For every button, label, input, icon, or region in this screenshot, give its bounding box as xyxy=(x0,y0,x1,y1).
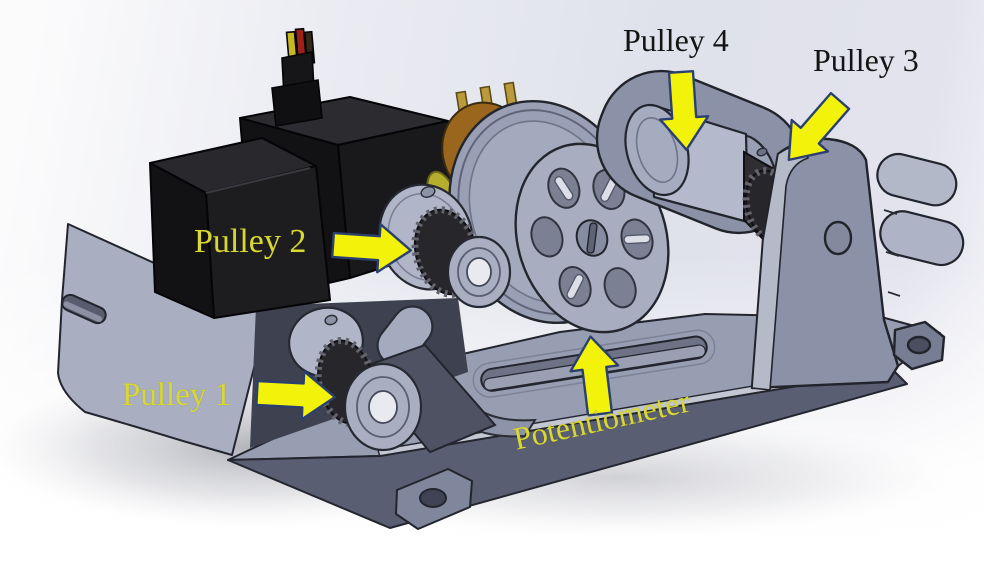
pulley-2 xyxy=(378,183,512,309)
pulley-2-label: Pulley 2 xyxy=(194,223,307,260)
mounting-tab-front xyxy=(395,468,473,530)
pulley-1 xyxy=(288,306,423,452)
pulley-1-label: Pulley 1 xyxy=(122,377,232,413)
left-plate-slot xyxy=(61,293,107,325)
pulley-3-label: Pulley 3 xyxy=(813,42,919,78)
left-plate xyxy=(57,223,259,456)
pulley-4-label: Pulley 4 xyxy=(623,22,729,58)
servo-motor-left xyxy=(149,137,331,319)
bracket-hole xyxy=(823,220,853,256)
mounting-tab-right xyxy=(892,320,946,371)
servo-connector-wires xyxy=(271,27,323,127)
output-shafts xyxy=(876,152,965,267)
